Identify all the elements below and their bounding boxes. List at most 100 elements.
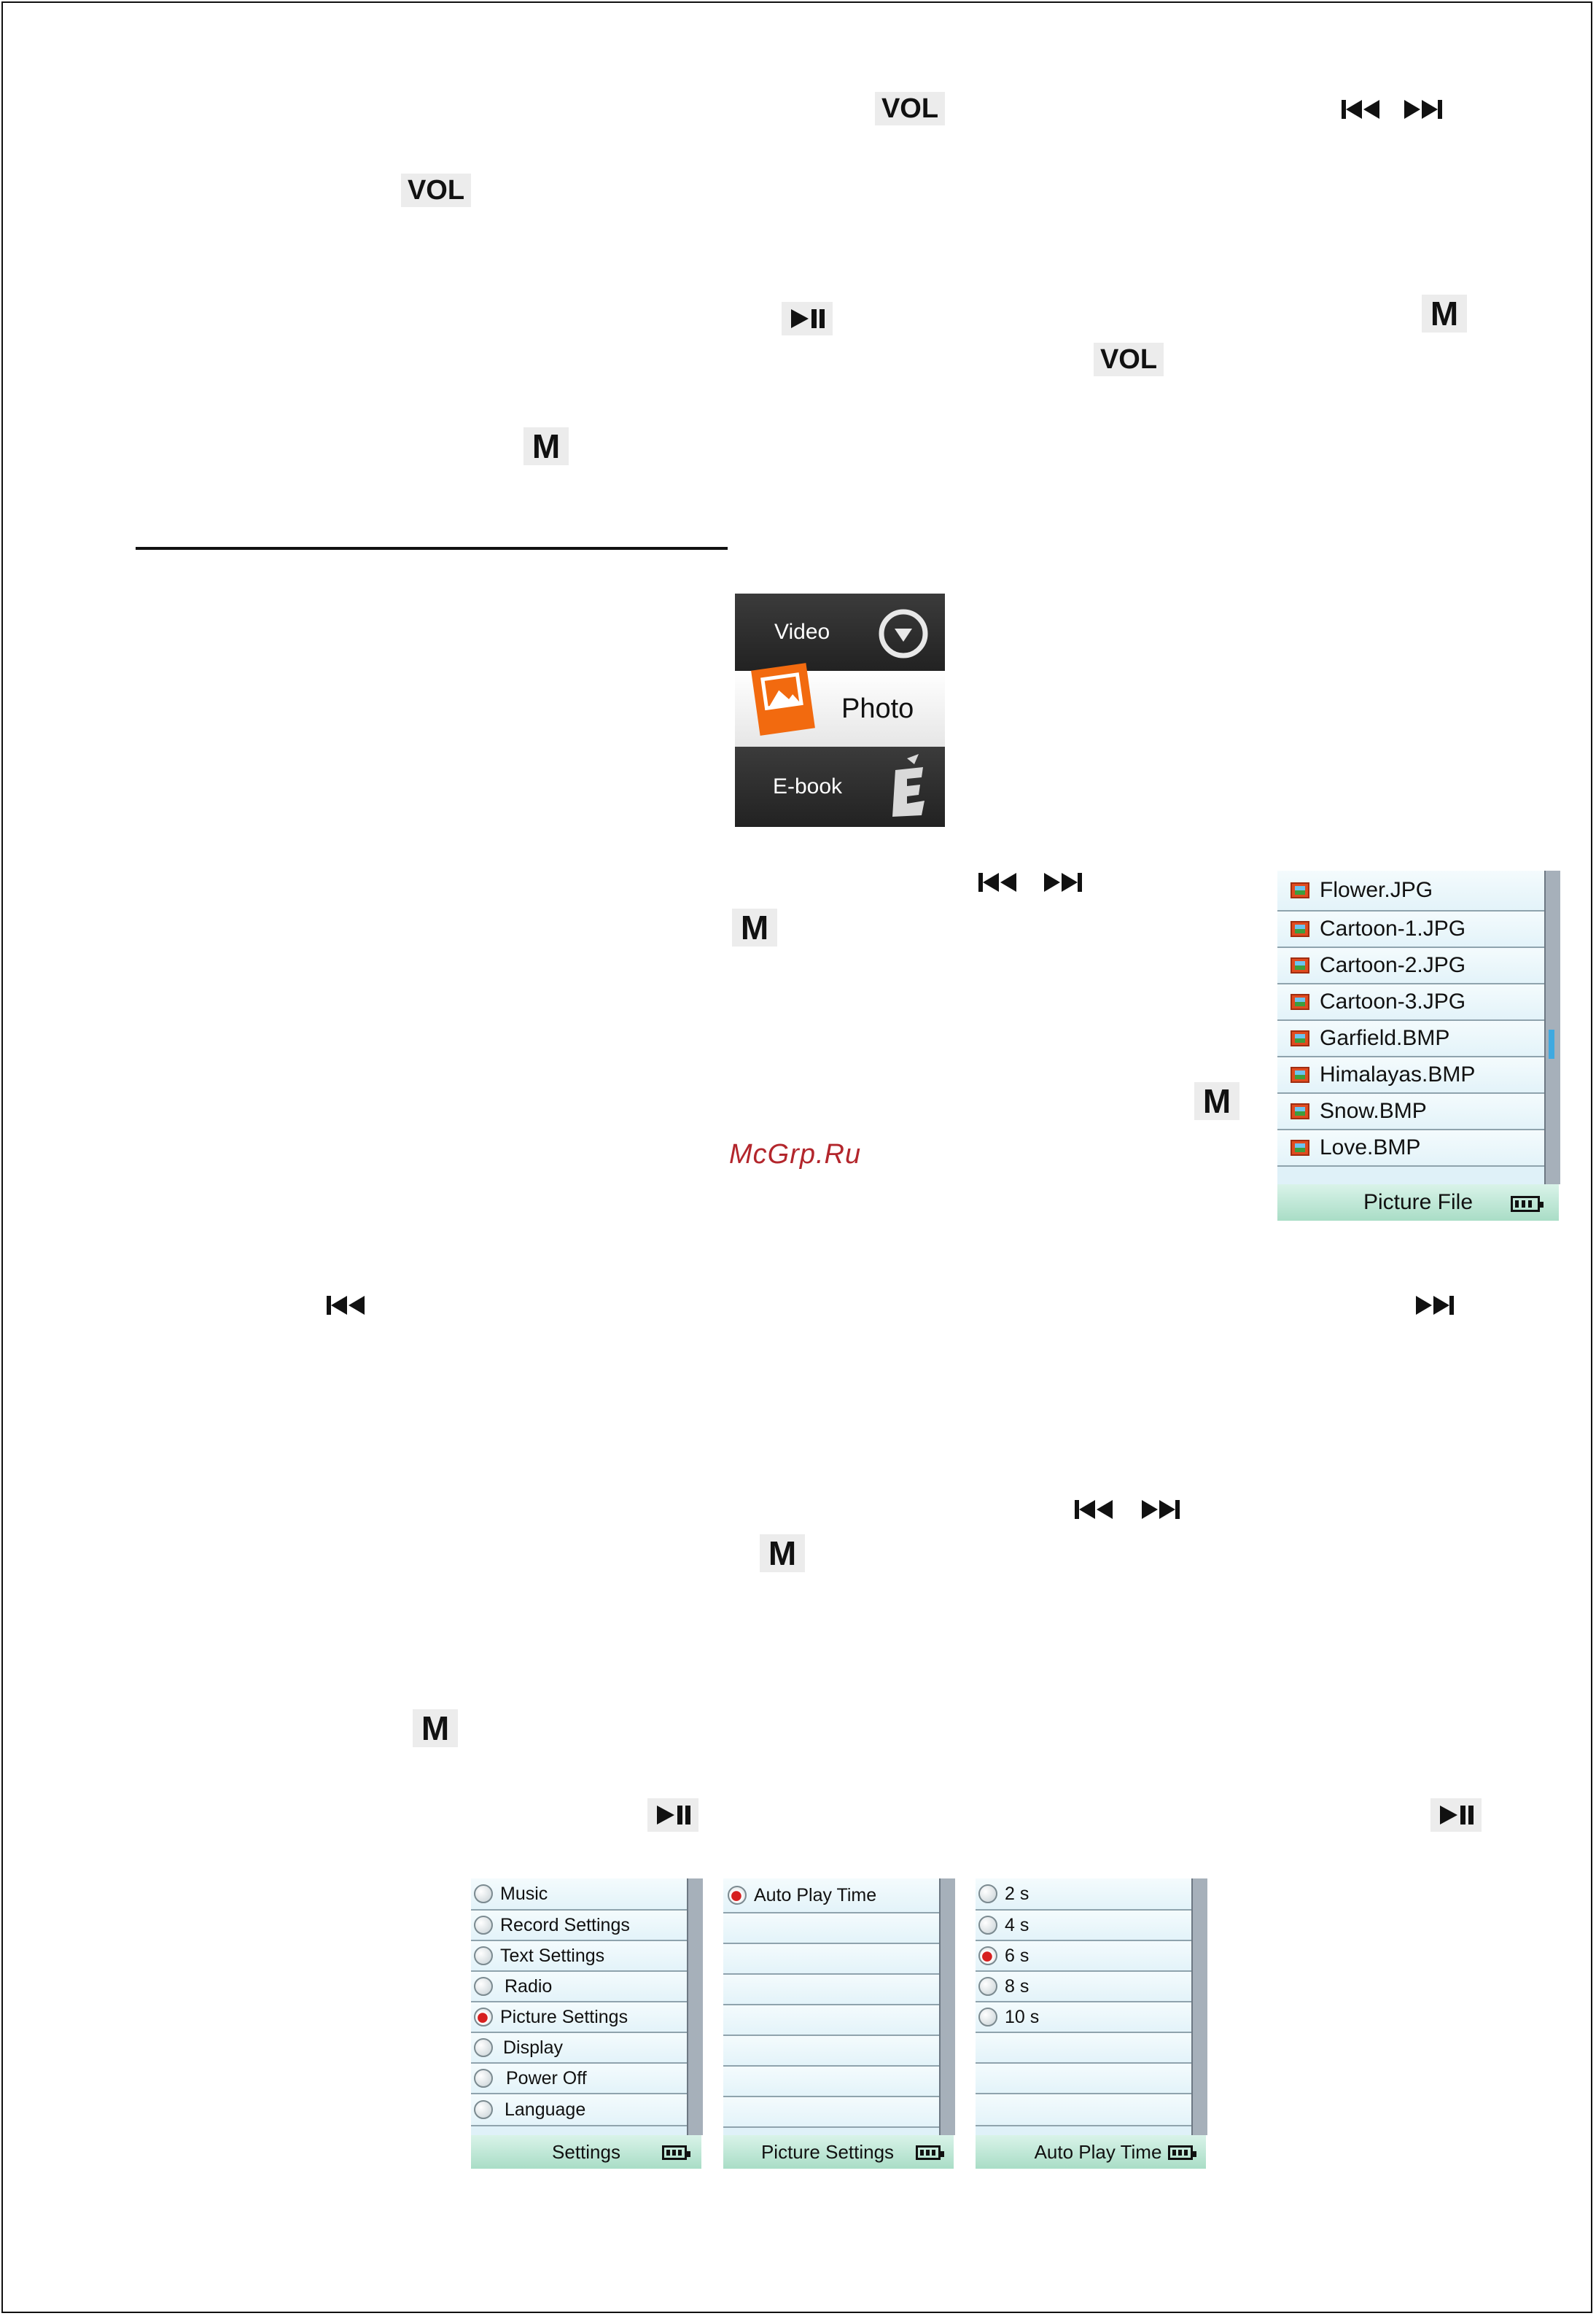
picture-file-icon [1291, 994, 1309, 1010]
menu-item-label: Picture Settings [500, 2006, 628, 2027]
main-menu-label: Photo [841, 693, 914, 724]
screen-footer-title: Picture File [1363, 1190, 1474, 1214]
list-item: Love.BMP [1277, 1130, 1544, 1167]
menu-item-label: 2 s [1005, 1883, 1029, 1904]
play-pause-icon [647, 1798, 698, 1832]
list-item: 2 s [976, 1878, 1191, 1911]
play-pause-icon [782, 302, 833, 335]
m-key-icon: M [1422, 295, 1467, 333]
radio-icon [474, 1977, 493, 1996]
auto-play-time-screen: 2 s 4 s 6 s 8 s 10 s Auto Play Time [976, 1878, 1207, 2169]
empty-row [976, 2094, 1191, 2126]
picture-file-screen: Flower.JPG Cartoon-1.JPG Cartoon-2.JPG C… [1277, 871, 1560, 1221]
menu-item-label: Record Settings [500, 1914, 630, 1935]
file-name: Cartoon-1.JPG [1320, 917, 1466, 941]
list-item: Language [471, 2094, 687, 2126]
file-name: Love.BMP [1320, 1135, 1421, 1159]
empty-row [723, 2097, 939, 2128]
picture-settings-screen: Auto Play Time Picture Settings [723, 1878, 955, 2169]
picture-file-icon [1291, 882, 1309, 898]
main-menu-screen: Video Photo E-book [735, 594, 945, 827]
radio-icon [978, 1916, 997, 1935]
next-icon [1041, 869, 1085, 895]
empty-row [976, 2033, 1191, 2064]
m-key-icon: M [1194, 1082, 1239, 1120]
list-item: Flower.JPG [1277, 871, 1544, 912]
file-name: Cartoon-2.JPG [1320, 953, 1466, 977]
list-item: Text Settings [471, 1941, 687, 1972]
empty-row [723, 2067, 939, 2097]
vol-key-icon: VOL [1094, 343, 1164, 376]
previous-icon [1072, 1496, 1116, 1523]
m-key-icon: M [413, 1709, 458, 1747]
m-key-label: M [421, 1709, 450, 1747]
picture-file-icon [1291, 921, 1309, 937]
radio-icon [474, 1946, 493, 1965]
picture-file-icon [1291, 957, 1309, 974]
list-item-selected: 6 s [976, 1941, 1191, 1972]
next-icon [1413, 1292, 1457, 1318]
picture-file-icon [1291, 1103, 1309, 1119]
radio-selected-icon [474, 2008, 493, 2026]
battery-icon [916, 2145, 944, 2160]
list-item: Garfield.BMP [1277, 1021, 1544, 1057]
m-key-label: M [768, 1534, 797, 1572]
radio-selected-icon [978, 1946, 997, 1965]
m-key-icon: M [732, 909, 777, 947]
vol-key-label: VOL [1099, 343, 1158, 375]
battery-icon [1511, 1196, 1544, 1212]
next-icon [1401, 96, 1445, 123]
radio-icon [978, 2008, 997, 2026]
watermark-text: McGrp.Ru [729, 1139, 862, 1170]
empty-row [723, 2036, 939, 2067]
screen-footer: Settings [471, 2135, 701, 2169]
menu-item-label: Power Off [506, 2067, 587, 2088]
list-item: Display [471, 2033, 687, 2064]
vol-key-icon: VOL [401, 174, 471, 207]
menu-item-label: Display [503, 2037, 563, 2058]
radio-icon [978, 1884, 997, 1903]
screen-footer: Picture File [1277, 1184, 1559, 1221]
file-name: Himalayas.BMP [1320, 1062, 1476, 1087]
video-icon [878, 608, 929, 663]
screen-footer-title: Settings [552, 2140, 620, 2163]
battery-icon [1168, 2145, 1196, 2160]
main-menu-label: E-book [773, 774, 843, 798]
scrollbar [939, 1878, 955, 2135]
list-item: Cartoon-2.JPG [1277, 948, 1544, 984]
empty-row [723, 1975, 939, 2005]
file-name: Flower.JPG [1320, 878, 1433, 902]
list-item: Music [471, 1878, 687, 1911]
list-item-selected: Auto Play Time [723, 1878, 939, 1913]
play-pause-icon [1430, 1798, 1482, 1832]
radio-icon [978, 1977, 997, 1996]
m-key-label: M [1202, 1082, 1231, 1120]
screen-footer-title: Picture Settings [760, 2140, 895, 2163]
m-key-icon: M [760, 1534, 805, 1572]
list-item: 10 s [976, 2002, 1191, 2033]
m-key-label: M [740, 909, 769, 947]
m-key-icon: M [523, 427, 569, 465]
list-item: Himalayas.BMP [1277, 1057, 1544, 1094]
radio-icon [474, 2038, 493, 2057]
menu-item-label: Language [505, 2099, 586, 2120]
menu-item-label: Music [500, 1883, 548, 1904]
screen-footer: Picture Settings [723, 2135, 954, 2169]
m-key-label: M [1430, 295, 1459, 333]
list-item-selected: Picture Settings [471, 2002, 687, 2033]
menu-item-label: 8 s [1005, 1975, 1029, 1997]
vol-key-label: VOL [881, 93, 939, 124]
radio-icon [474, 1916, 493, 1935]
radio-selected-icon [728, 1886, 747, 1905]
next-icon [1139, 1496, 1183, 1523]
menu-item-label: Text Settings [500, 1945, 605, 1966]
scrollbar [1191, 1878, 1207, 2135]
picture-file-icon [1291, 1140, 1309, 1156]
main-menu-item-photo: Photo [735, 663, 945, 747]
previous-icon [324, 1292, 367, 1318]
list-item: Radio [471, 1972, 687, 2002]
file-name: Cartoon-3.JPG [1320, 990, 1466, 1014]
main-menu-label: Video [774, 620, 830, 644]
ebook-icon [885, 754, 929, 825]
picture-file-icon [1291, 1030, 1309, 1046]
